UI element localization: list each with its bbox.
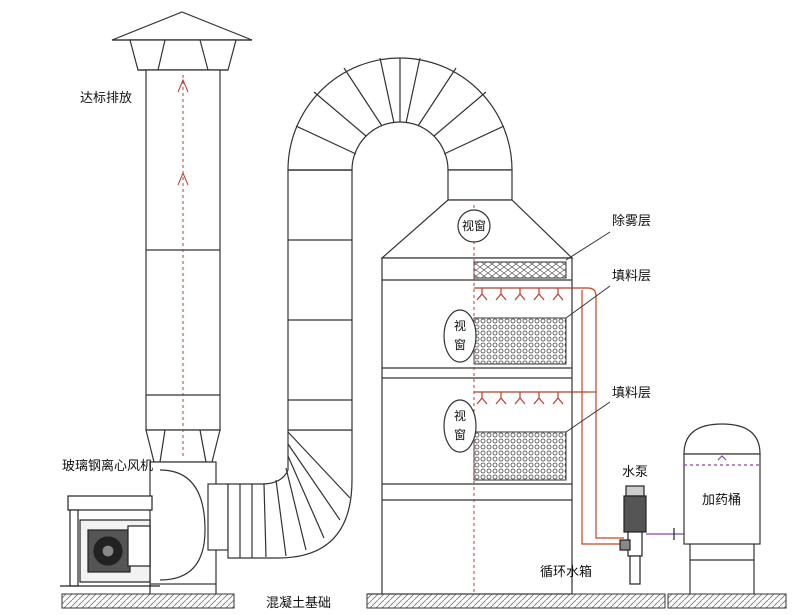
spray-nozzles-lower bbox=[474, 391, 588, 405]
fan-motor bbox=[60, 495, 160, 587]
spray-nozzles-upper bbox=[474, 287, 588, 301]
foundation-label: 混凝土基础 bbox=[266, 596, 332, 611]
dosing-tank-label: 加药桶 bbox=[702, 493, 742, 508]
stack-flow-arrow bbox=[177, 75, 189, 458]
centrifugal-fan bbox=[149, 461, 229, 594]
sight-window-low-label-1: 视 bbox=[453, 409, 466, 423]
packing-layer-lower bbox=[473, 431, 567, 481]
sight-window-mid-label-2: 窗 bbox=[453, 338, 466, 352]
sight-window-low bbox=[443, 399, 477, 453]
emission-label: 达标排放 bbox=[80, 91, 133, 106]
riser-duct bbox=[287, 169, 353, 431]
sight-window-top bbox=[457, 209, 491, 243]
sight-window-low-label-2: 窗 bbox=[453, 428, 466, 442]
packing-upper-label: 填料层 bbox=[612, 269, 652, 284]
circulation-tank-label: 循环水箱 bbox=[540, 565, 593, 580]
u-bend-duct bbox=[287, 57, 513, 171]
ground-foundation bbox=[61, 593, 787, 609]
sight-window-mid-label-1: 视 bbox=[453, 319, 466, 333]
pump-label: 水泵 bbox=[622, 465, 649, 480]
packing-lower-label: 填料层 bbox=[612, 386, 652, 401]
demister-layer bbox=[473, 261, 567, 279]
water-pipe bbox=[581, 287, 624, 545]
exhaust-stack bbox=[145, 69, 221, 463]
scrubber-tower bbox=[367, 257, 573, 595]
sight-window-mid bbox=[443, 309, 477, 363]
water-pump bbox=[619, 485, 647, 585]
label-leaders bbox=[565, 231, 611, 433]
stack-cap bbox=[111, 11, 253, 71]
sight-window-top-label: 视窗 bbox=[461, 219, 486, 233]
inlet-duct bbox=[227, 429, 353, 559]
fan-label: 玻璃钢离心风机 bbox=[62, 459, 154, 474]
demister-label: 除雾层 bbox=[612, 214, 652, 229]
dosing-tank bbox=[683, 423, 761, 594]
packing-layer-upper bbox=[473, 317, 567, 365]
